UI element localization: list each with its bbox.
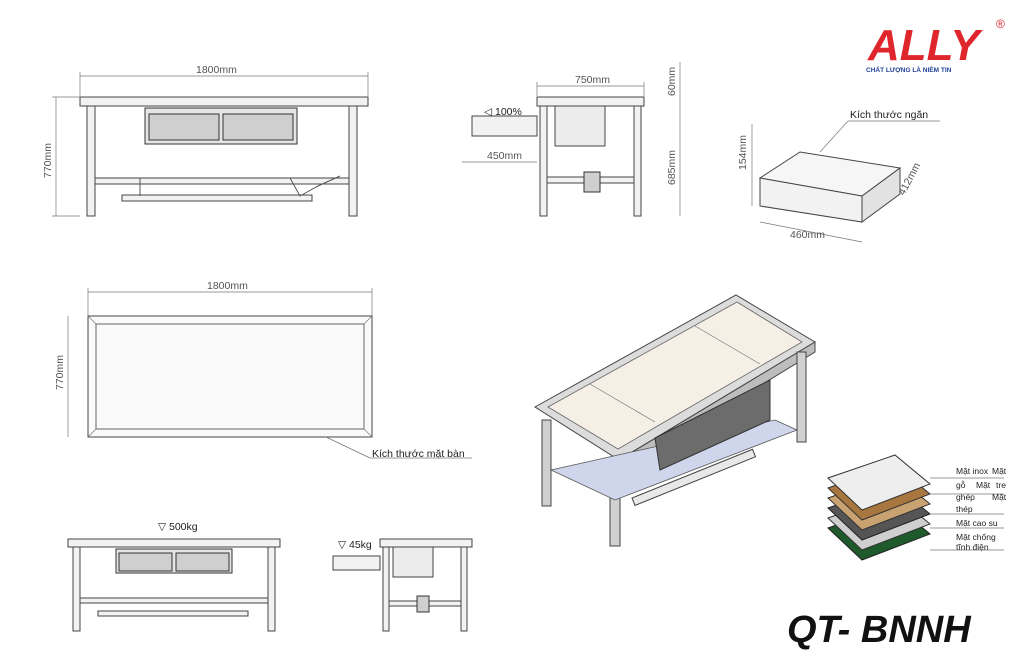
- drawer-size-label: Kích thước ngăn: [850, 109, 928, 121]
- top-thickness-dim: 60mm: [666, 67, 678, 96]
- drawer-view: Kích thước ngăn 154mm 412mm 460mm: [737, 109, 940, 243]
- side-load-label: ▽ 45kg: [338, 539, 372, 551]
- table-3d-view: [534, 294, 816, 547]
- surface-steel: thép: [956, 504, 973, 514]
- surface-laminated: ghép: [956, 492, 975, 502]
- surface-word: Mặt: [992, 492, 1007, 502]
- leg-height-dim: 685mm: [666, 150, 678, 185]
- surface-wood: gỗ: [956, 480, 966, 490]
- slide-extension-label: ◁ 100%: [484, 106, 522, 118]
- front-width-dim: 1800mm: [196, 64, 237, 76]
- surface-antistatic-line2: tĩnh điện: [956, 542, 989, 552]
- top-surface-label: Kích thước mặt bàn: [372, 448, 465, 460]
- drawer-height-dim: 154mm: [737, 135, 749, 170]
- side-view: 750mm ◁ 100% 450mm 60mm 685mm: [462, 62, 681, 217]
- surface-rubber: Mặt cao su: [956, 518, 998, 528]
- brand-tagline: CHẤT LƯỢNG LÀ NIỀM TIN: [866, 64, 952, 74]
- surface-antistatic: Mặt chống: [956, 532, 996, 542]
- brand-name: ALLY: [867, 21, 983, 70]
- top-width-dim: 1800mm: [207, 280, 248, 292]
- surface-word: Mặt: [976, 480, 991, 490]
- registered-mark: ®: [996, 17, 1005, 31]
- model-code: QT- BNNH: [787, 609, 972, 651]
- surface-bamboo: tre: [996, 480, 1006, 490]
- top-height-dim: 770mm: [54, 355, 66, 390]
- surface-stainless: Mặt inox: [956, 466, 989, 476]
- front-height-dim: 770mm: [42, 143, 54, 178]
- drawer-width-dim: 460mm: [790, 229, 825, 241]
- brand-logo: ALLY ® CHẤT LƯỢNG LÀ NIỀM TIN: [866, 17, 1005, 74]
- surface-word: Mặt: [992, 466, 1007, 476]
- side-depth-dim: 750mm: [575, 74, 610, 86]
- load-side-view: ▽ 45kg: [332, 538, 473, 632]
- front-load-label: ▽ 500kg: [158, 521, 198, 533]
- front-view: 1800mm 770mm: [42, 64, 369, 217]
- top-view: 1800mm 770mm Kích thước mặt bàn: [54, 280, 472, 460]
- slide-dim: 450mm: [487, 150, 522, 162]
- surface-options: Mặt inox Mặt gỗ Mặt tre ghép Mặt thép Mặ…: [827, 454, 1007, 561]
- load-front-view: ▽ 500kg: [67, 521, 281, 632]
